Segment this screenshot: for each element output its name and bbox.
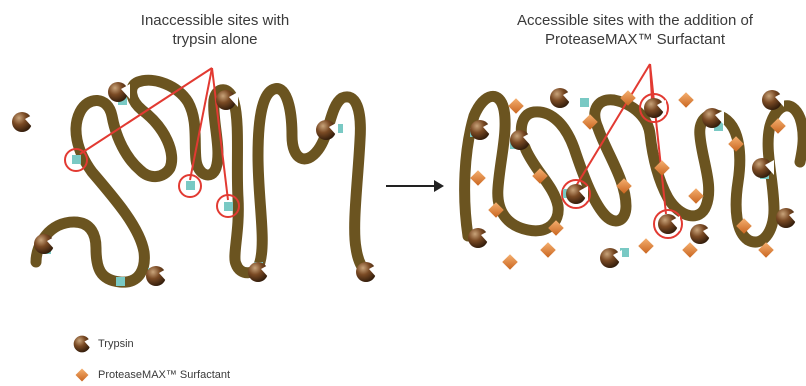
trypsin-icon — [72, 334, 92, 354]
legend-surfactant-label: ProteaseMAX™ Surfactant — [98, 369, 230, 381]
legend-surfactant: ProteaseMAX™ Surfactant — [72, 365, 230, 385]
legend-trypsin-label: Trypsin — [98, 338, 134, 350]
trypsin-molecules — [12, 82, 798, 286]
surfactant-icon — [72, 365, 92, 385]
transition-arrow — [386, 180, 444, 192]
legend-trypsin: Trypsin — [72, 334, 134, 354]
highlight-callouts — [65, 64, 682, 238]
